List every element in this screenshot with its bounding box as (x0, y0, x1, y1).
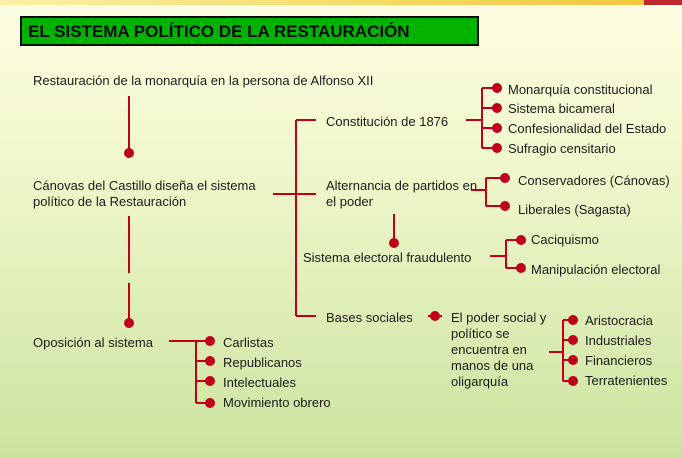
node-dot (389, 238, 399, 248)
node-dot (492, 103, 502, 113)
node-dot (430, 311, 440, 321)
node-dot (205, 376, 215, 386)
constitucion-item: Monarquía constitucional (508, 82, 653, 97)
oposicion-label: Oposición al sistema (33, 335, 153, 350)
node-dot (568, 315, 578, 325)
node-dot (492, 143, 502, 153)
electoral-item: Caciquismo (531, 232, 599, 247)
oposicion-item: Republicanos (223, 355, 302, 370)
constitucion-item: Sistema bicameral (508, 101, 615, 116)
node-dot (568, 376, 578, 386)
corner-decoration (644, 0, 682, 5)
node-dot (124, 148, 134, 158)
diagram-title: EL SISTEMA POLÍTICO DE LA RESTAURACIÓN (20, 16, 479, 46)
node-dot (205, 336, 215, 346)
node-dot (500, 173, 510, 183)
oposicion-item: Movimiento obrero (223, 395, 331, 410)
oligarquia-item: Aristocracia (585, 313, 653, 328)
node-dot (500, 201, 510, 211)
alternancia-label: Alternancia de partidos en el poder (326, 178, 478, 209)
node-dot (568, 355, 578, 365)
oligarquia-item: Industriales (585, 333, 652, 348)
constitucion-item: Confesionalidad del Estado (508, 121, 667, 136)
node-dot (568, 335, 578, 345)
node-dot (492, 83, 502, 93)
node-dot (124, 318, 134, 328)
sistema-electoral-label: Sistema electoral fraudulento (303, 250, 472, 265)
oposicion-item: Carlistas (223, 335, 274, 350)
bases-sociales-label: Bases sociales (326, 310, 413, 325)
canovas-label: Cánovas del Castillo diseña el sistema p… (33, 178, 256, 209)
restauracion-label: Restauración de la monarquía en la perso… (33, 73, 374, 88)
node-dot (205, 398, 215, 408)
oposicion-item: Intelectuales (223, 375, 296, 390)
oligarquia-item: Financieros (585, 353, 653, 368)
constitucion-item: Sufragio censitario (508, 141, 616, 156)
top-decoration-bar (0, 0, 682, 5)
alternancia-item: Liberales (Sagasta) (518, 202, 631, 217)
node-dot (205, 356, 215, 366)
oligarquia-item: Terratenientes (585, 373, 668, 388)
node-dot (516, 235, 526, 245)
alternancia-item: Conservadores (Cánovas) (518, 173, 670, 188)
node-dot (492, 123, 502, 133)
constitucion-label: Constitución de 1876 (326, 114, 449, 129)
poder-social-label: El poder social y político se encuentra … (451, 310, 547, 389)
node-dot (516, 263, 526, 273)
electoral-item: Manipulación electoral (531, 262, 661, 277)
